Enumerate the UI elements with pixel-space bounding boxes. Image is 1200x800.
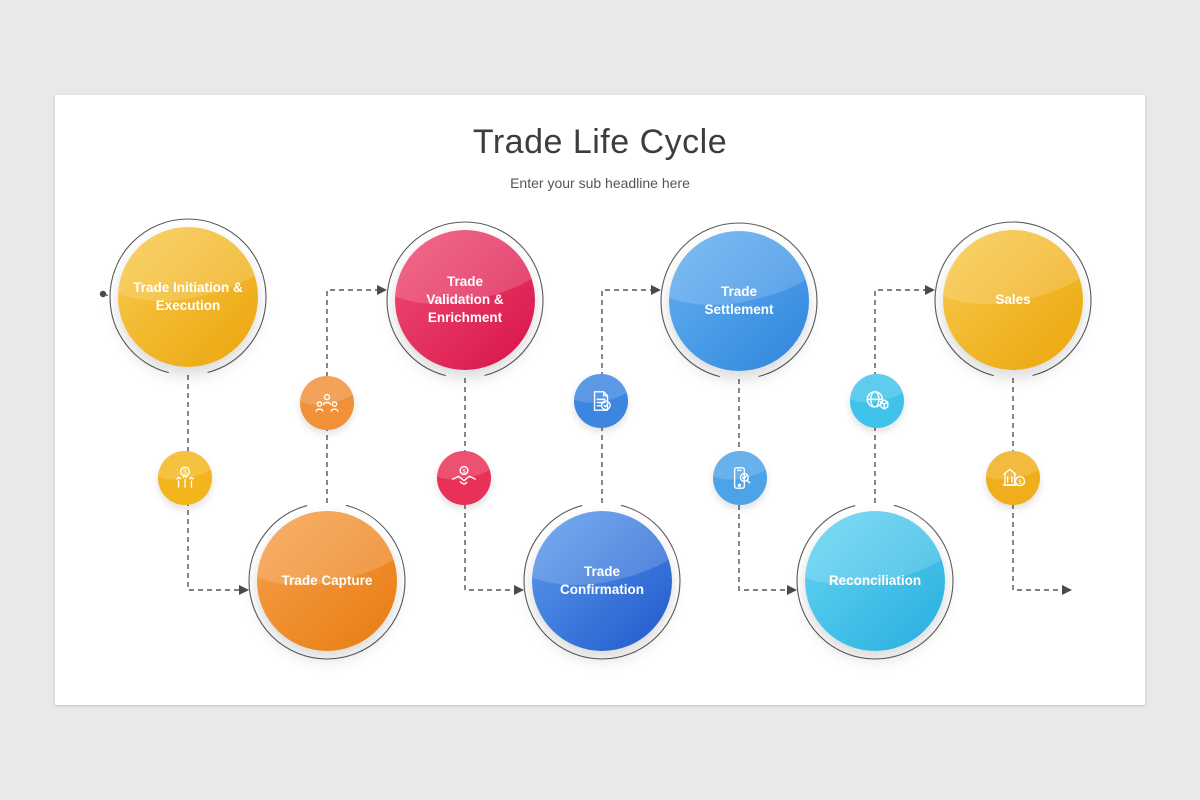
badge-handshake: $ — [437, 451, 491, 505]
node-reconciliation: Reconciliation — [805, 511, 945, 651]
ring-trade-validation — [386, 221, 544, 379]
node-label: Trade Settlement — [704, 283, 774, 317]
node-label: Trade Validation & Enrichment — [426, 273, 504, 326]
dashed-links — [102, 289, 1062, 591]
badge-mobile-audit — [713, 451, 767, 505]
arrow-end — [1062, 585, 1072, 595]
svg-text:$: $ — [183, 469, 187, 476]
arrow-into-sales — [925, 285, 935, 295]
arrow-into-capture — [239, 585, 249, 595]
link-settlement-to-reconciliation — [738, 379, 787, 591]
link-sales-to-end — [1012, 378, 1062, 591]
ring-trade-confirmation — [523, 502, 681, 660]
badge-money-growth: $ — [158, 451, 212, 505]
svg-text:$: $ — [1018, 479, 1022, 486]
node-trade-capture: Trade Capture — [257, 511, 397, 651]
node-label: Trade Confirmation — [560, 563, 644, 597]
node-label: Sales — [995, 291, 1031, 307]
node-trade-initiation-execution: Trade Initiation & Execution — [118, 227, 258, 367]
badge-team-network — [300, 376, 354, 430]
bank-dollar-icon: $ — [1002, 468, 1026, 487]
node-label: Reconciliation — [828, 572, 922, 588]
link-validation-to-confirmation — [464, 378, 514, 591]
mobile-audit-icon — [733, 467, 751, 489]
node-sales: Sales — [943, 230, 1083, 370]
badge-document-check — [574, 374, 628, 428]
team-network-icon — [315, 393, 339, 412]
ring-trade-initiation — [109, 218, 267, 376]
ring-trade-settlement — [660, 222, 818, 380]
slide-title: Trade Life Cycle — [472, 123, 728, 161]
node-label: Trade Initiation & Execution — [133, 279, 243, 313]
slide-subtitle: Enter your sub headline here — [510, 175, 690, 191]
node-trade-validation-enrichment: Trade Validation & Enrichment — [395, 230, 535, 370]
arrow-into-validation — [377, 285, 387, 295]
document-check-icon — [593, 391, 611, 411]
svg-text:$: $ — [462, 469, 466, 475]
arrow-into-confirmation — [514, 585, 524, 595]
handshake-icon: $ — [451, 465, 477, 485]
badge-bank-dollar: $ — [986, 451, 1040, 505]
link-capture-to-validation — [326, 289, 377, 503]
globe-cube-icon — [866, 391, 889, 410]
money-growth-icon: $ — [176, 466, 194, 488]
ring-trade-capture — [248, 502, 406, 660]
link-reconciliation-to-sales — [874, 289, 925, 503]
node-trade-settlement: Trade Settlement — [669, 231, 809, 371]
ring-reconciliation — [796, 502, 954, 660]
link-confirmation-to-settlement — [601, 289, 651, 503]
start-dot — [99, 290, 107, 298]
badge-globe-cube — [850, 374, 904, 428]
arrow-into-reconciliation — [787, 585, 797, 595]
node-trade-confirmation: Trade Confirmation — [532, 511, 672, 651]
ring-sales — [934, 221, 1092, 379]
node-rings — [109, 218, 1092, 660]
node-label: Trade Capture — [281, 572, 373, 588]
arrowheads — [99, 285, 1072, 595]
arrow-into-settlement — [651, 285, 661, 295]
